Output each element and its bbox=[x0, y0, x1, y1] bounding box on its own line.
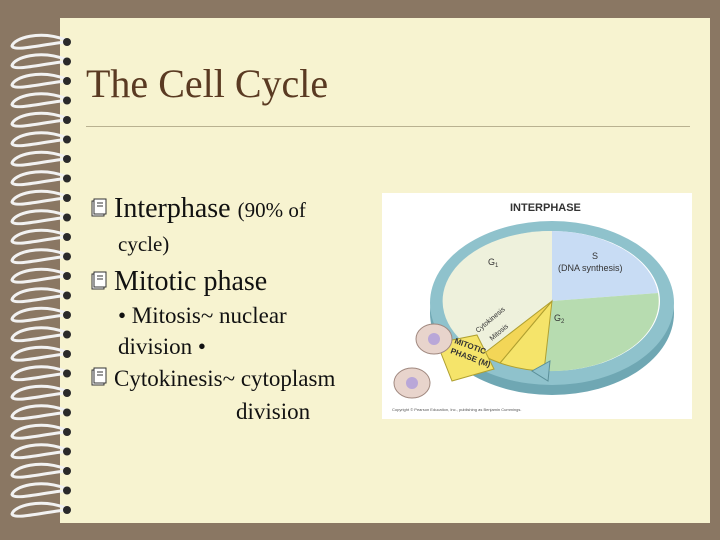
bullet-label: Interphase bbox=[114, 193, 231, 224]
binding-hole bbox=[63, 486, 71, 495]
binding-hole bbox=[63, 116, 71, 124]
cell-cycle-diagram: INTERPHASE G1 S (DNA synthesis) G2 Cytok… bbox=[382, 193, 692, 419]
spiral-ring bbox=[10, 228, 67, 245]
sub-bullet-label: Cytokinesis~ cytoplasm bbox=[114, 366, 336, 391]
binding-hole bbox=[63, 96, 71, 105]
book-icon bbox=[91, 198, 107, 217]
spiral-ring bbox=[10, 111, 67, 128]
binding-hole bbox=[63, 233, 71, 241]
binding-hole bbox=[63, 135, 71, 144]
binding-hole bbox=[63, 38, 71, 46]
spiral-ring bbox=[10, 248, 67, 265]
spiral-ring bbox=[10, 326, 67, 343]
spiral-ring bbox=[10, 267, 67, 284]
slide-title: The Cell Cycle bbox=[86, 61, 329, 106]
binding-hole bbox=[63, 389, 71, 397]
s-sector bbox=[552, 231, 658, 301]
spiral-ring bbox=[10, 423, 67, 440]
binding-hole bbox=[63, 330, 71, 339]
sub-bullet-mitosis: • Mitosis~ nuclear bbox=[118, 303, 287, 328]
binding-hole bbox=[63, 408, 71, 417]
spiral-ring bbox=[10, 365, 67, 382]
spiral-ring bbox=[10, 92, 67, 109]
binding-hole bbox=[63, 77, 71, 85]
spiral-ring bbox=[10, 462, 67, 479]
binding-hole bbox=[63, 174, 71, 183]
book-icon bbox=[91, 271, 107, 290]
title-divider bbox=[86, 126, 690, 127]
spiral-ring bbox=[10, 150, 67, 167]
binding-hole bbox=[63, 311, 71, 319]
s-description: (DNA synthesis) bbox=[558, 263, 623, 273]
spiral-ring bbox=[10, 482, 67, 499]
sub-bullet-mitosis-cont: division • bbox=[118, 334, 206, 359]
spiral-ring bbox=[10, 209, 67, 226]
spiral-ring bbox=[10, 53, 67, 70]
spiral-ring bbox=[10, 131, 67, 148]
spiral-ring bbox=[10, 345, 67, 362]
binding-hole bbox=[63, 155, 71, 163]
g1-sector bbox=[442, 230, 552, 349]
binding-hole bbox=[63, 506, 71, 514]
spiral-ring bbox=[10, 72, 67, 89]
binding-hole bbox=[63, 291, 71, 300]
spiral-ring bbox=[10, 189, 67, 206]
s-label: S bbox=[592, 251, 598, 261]
binding-hole bbox=[63, 369, 71, 378]
binding-hole bbox=[63, 467, 71, 475]
g2-label: G2 bbox=[554, 313, 565, 325]
interphase-label: INTERPHASE bbox=[510, 202, 581, 214]
spiral-ring bbox=[10, 501, 67, 518]
binding-hole bbox=[63, 272, 71, 280]
bullet-mitotic-phase: Mitotic phase bbox=[90, 266, 267, 298]
sub-bullet-cytokinesis: Cytokinesis~ cytoplasm bbox=[90, 366, 335, 392]
mitotic-arrow bbox=[436, 334, 495, 382]
binding-hole bbox=[63, 447, 71, 456]
spiral-ring bbox=[10, 404, 67, 421]
binding-hole bbox=[63, 194, 71, 202]
bullet-interphase: Interphase (90% of bbox=[90, 193, 306, 225]
g1-label: G1 bbox=[488, 257, 499, 269]
spiral-ring bbox=[10, 170, 67, 187]
spiral-ring bbox=[10, 384, 67, 401]
binding-hole bbox=[63, 350, 71, 358]
binding-hole bbox=[63, 252, 71, 261]
bullet-note: (90% of bbox=[237, 198, 306, 222]
book-icon bbox=[91, 367, 107, 386]
spiral-binding bbox=[10, 33, 71, 518]
binding-hole bbox=[63, 57, 71, 66]
binding-hole bbox=[63, 213, 71, 222]
bullet-note-continued: cycle) bbox=[118, 232, 170, 256]
spiral-ring bbox=[10, 33, 67, 50]
spiral-ring bbox=[10, 287, 67, 304]
binding-hole bbox=[63, 428, 71, 436]
sub-bullet-cytokinesis-cont: division bbox=[236, 399, 311, 424]
copyright-note: Copyright © Pearson Education, Inc., pub… bbox=[392, 407, 521, 412]
spiral-ring bbox=[10, 443, 67, 460]
bullet-label: Mitotic phase bbox=[114, 266, 268, 297]
g2-sector bbox=[544, 293, 659, 372]
spiral-ring bbox=[10, 306, 67, 323]
